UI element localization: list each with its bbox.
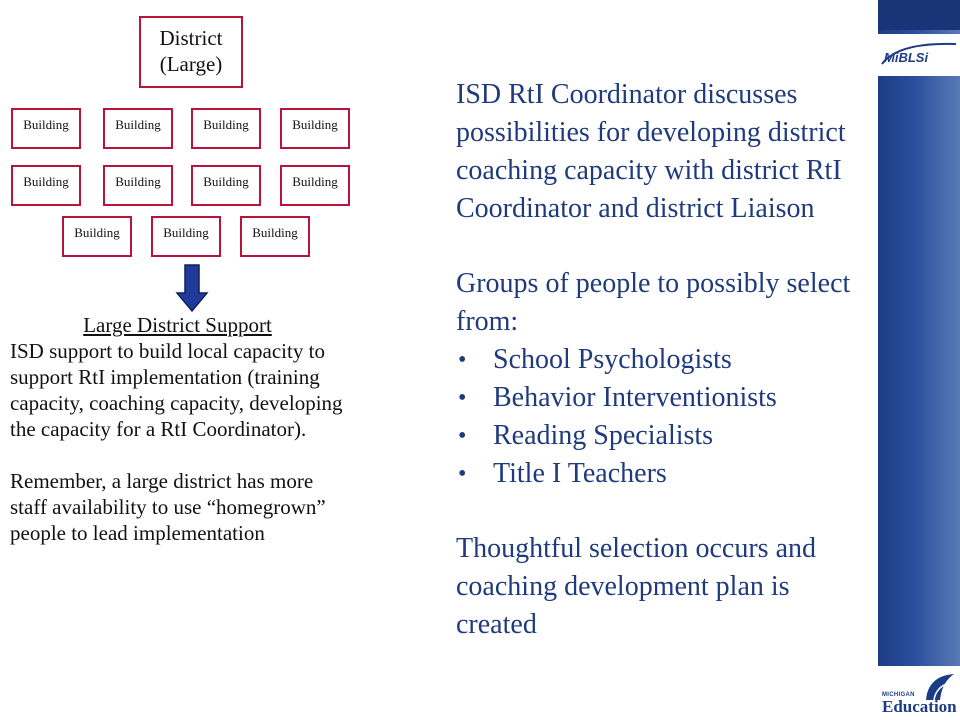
miblsi-logo-icon: MiBLSi	[881, 42, 957, 65]
bullet-icon: •	[458, 423, 467, 449]
closing-paragraph: Thoughtful selection occurs and coaching…	[456, 533, 817, 640]
building-box: Building	[191, 165, 261, 206]
list-item: •School Psychologists	[456, 341, 866, 379]
building-box: Building	[11, 165, 81, 206]
building-box: Building	[11, 108, 81, 149]
main-content-panel: ISD RtI Coordinator discusses possibilit…	[456, 76, 866, 644]
brand-sidebar: MiBLSi MICHIGAN Education	[878, 0, 960, 720]
sidebar-top-band	[878, 0, 960, 30]
svg-text:MiBLSi: MiBLSi	[884, 50, 928, 65]
list-item: •Reading Specialists	[456, 417, 866, 455]
building-box: Building	[240, 216, 310, 257]
list-item: •Behavior Interventionists	[456, 379, 866, 417]
intro-paragraph: ISD RtI Coordinator discusses possibilit…	[456, 79, 846, 224]
groups-heading: Groups of people to possibly select from…	[456, 268, 851, 337]
building-box: Building	[62, 216, 132, 257]
miblsi-logo: MiBLSi	[878, 34, 960, 76]
building-box: Building	[280, 165, 350, 206]
mde-logo-state: MICHIGAN	[882, 692, 915, 698]
building-box: Building	[191, 108, 261, 149]
remember-paragraph: Remember, a large district has more staf…	[10, 469, 326, 545]
large-district-support-panel: Large District Support ISD support to bu…	[10, 312, 345, 546]
bullet-icon: •	[458, 385, 467, 411]
district-box-line1: District	[159, 26, 223, 50]
groups-list: •School Psychologists •Behavior Interven…	[456, 341, 866, 493]
building-box: Building	[103, 165, 173, 206]
state-seal-icon	[926, 674, 954, 701]
building-box: Building	[103, 108, 173, 149]
district-box-line2: (Large)	[159, 52, 223, 76]
down-arrow-icon	[175, 264, 209, 313]
bullet-icon: •	[458, 347, 467, 373]
building-box: Building	[280, 108, 350, 149]
district-box: District (Large)	[139, 16, 243, 88]
bullet-icon: •	[458, 461, 467, 487]
building-box: Building	[151, 216, 221, 257]
mde-logo-name: Education	[882, 697, 957, 716]
large-district-support-heading: Large District Support	[83, 313, 272, 337]
isd-support-paragraph: ISD support to build local capacity to s…	[10, 339, 343, 441]
mde-logo: MICHIGAN Education	[878, 666, 960, 720]
list-item: •Title I Teachers	[456, 455, 866, 493]
